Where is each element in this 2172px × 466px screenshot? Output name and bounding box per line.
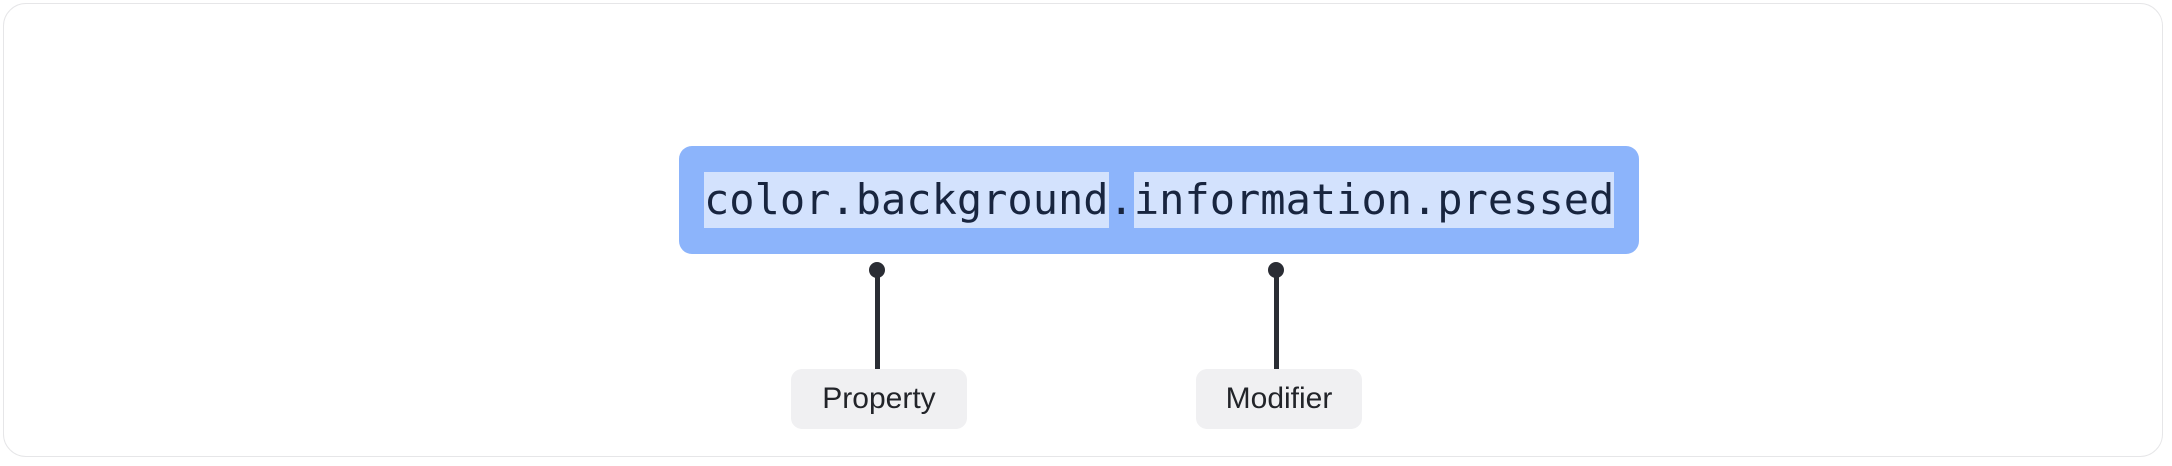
connector-line [1274, 270, 1279, 370]
connector-line [875, 270, 880, 370]
token-segment-modifier: information.pressed [1133, 172, 1615, 228]
token-segment-separator: . [1108, 175, 1134, 224]
connector-modifier [1268, 262, 1284, 370]
diagram-card: color.background.information.pressed Pro… [3, 3, 2163, 457]
connector-property [869, 262, 885, 370]
annotation-label-modifier: Modifier [1196, 369, 1362, 429]
diagram-stage: color.background.information.pressed Pro… [4, 4, 2162, 456]
annotation-label-property: Property [791, 369, 967, 429]
token-chip: color.background.information.pressed [679, 146, 1640, 254]
token-segment-property: color.background [704, 172, 1109, 228]
